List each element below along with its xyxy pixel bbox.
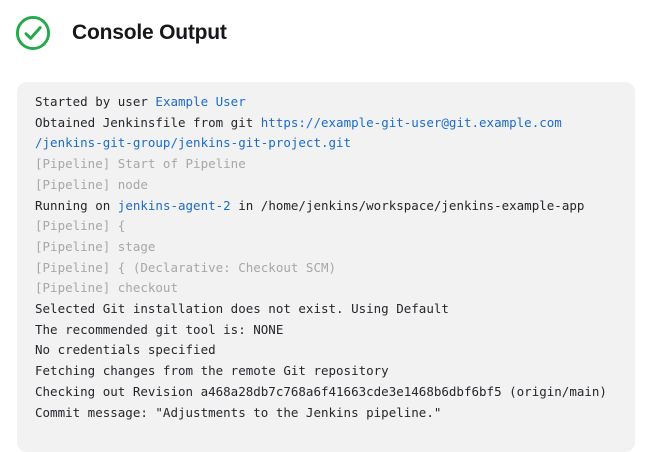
console-link[interactable]: Example User <box>155 94 246 109</box>
console-text: [Pipeline] { (Declarative: Checkout SCM) <box>35 259 337 275</box>
console-line: [Pipeline] node <box>35 175 617 196</box>
console-text: Commit message: "Adjustments to the Jenk… <box>35 404 442 420</box>
console-line: /jenkins-git-group/jenkins-git-project.g… <box>35 133 617 154</box>
console-line: Checking out Revision a468a28db7c768a6f4… <box>35 382 617 403</box>
console-line: Obtained Jenkinsfile from git https://ex… <box>35 113 617 134</box>
console-line: Selected Git installation does not exist… <box>35 299 617 320</box>
console-text: [Pipeline] Start of Pipeline <box>35 156 246 172</box>
console-line: [Pipeline] checkout <box>35 278 617 299</box>
console-line: The recommended git tool is: NONE <box>35 320 617 341</box>
console-line: Commit message: "Adjustments to the Jenk… <box>35 403 617 424</box>
console-text: No credentials specified <box>35 342 216 358</box>
console-text: Obtained Jenkinsfile from git <box>35 114 261 130</box>
console-text: [Pipeline] stage <box>35 238 156 254</box>
console-text: [Pipeline] node <box>35 176 148 192</box>
page-title: Console Output <box>72 20 227 44</box>
success-check-circle-icon <box>15 15 51 50</box>
console-line: Fetching changes from the remote Git rep… <box>35 361 617 382</box>
console-text: Selected Git installation does not exist… <box>35 301 449 317</box>
console-output-header: Console Output <box>0 0 650 52</box>
console-link[interactable]: jenkins-agent-2 <box>117 197 231 213</box>
console-text: Fetching changes from the remote Git rep… <box>35 363 389 379</box>
console-link[interactable]: https://example-git-user@git.example.com <box>260 114 562 130</box>
console-line: Running on jenkins-agent-2 in /home/jenk… <box>35 196 617 217</box>
console-line: No credentials specified <box>35 340 617 361</box>
console-line: [Pipeline] stage <box>35 237 617 258</box>
console-line: Started by user Example User <box>35 92 617 113</box>
console-text: Running on <box>35 197 118 213</box>
console-line: [Pipeline] { (Declarative: Checkout SCM) <box>35 258 617 279</box>
console-line: [Pipeline] { <box>35 216 617 237</box>
console-text: Started by user <box>35 94 156 109</box>
console-text: in /home/jenkins/workspace/jenkins-examp… <box>230 197 585 213</box>
console-text: [Pipeline] checkout <box>35 280 178 296</box>
console-link[interactable]: /jenkins-git-group/jenkins-git-project.g… <box>35 135 352 151</box>
console-line: [Pipeline] Start of Pipeline <box>35 154 617 175</box>
console-text: [Pipeline] { <box>35 218 126 234</box>
console-text: The recommended git tool is: NONE <box>35 321 284 337</box>
console-text: Checking out Revision a468a28db7c768a6f4… <box>35 383 607 399</box>
